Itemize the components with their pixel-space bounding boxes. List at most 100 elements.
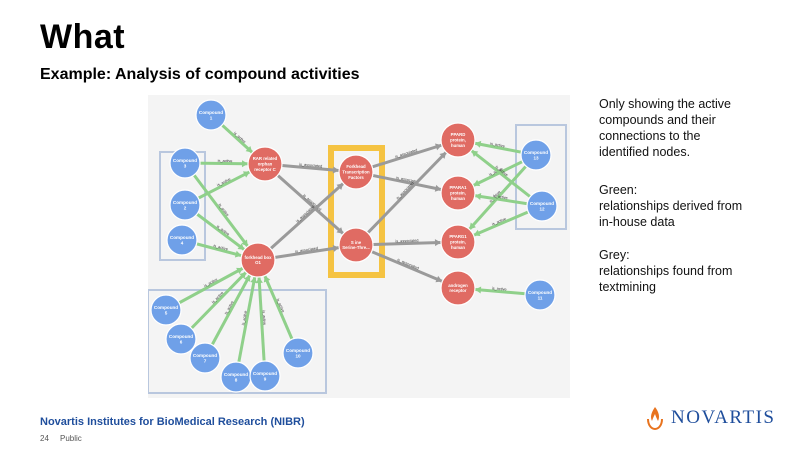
node-stk[interactable]: S ineSerine-Thre... <box>338 227 374 263</box>
edge-arrowhead <box>245 145 253 153</box>
node-label: PPARD <box>451 132 466 137</box>
node-label: Compound <box>530 201 554 206</box>
edge-arrowhead <box>439 152 447 159</box>
compound-node-circle <box>249 360 281 392</box>
compound-node-circle <box>169 189 201 221</box>
target-node-circle <box>440 270 476 306</box>
flame-icon <box>647 407 663 431</box>
node-label: 7 <box>204 358 207 363</box>
edge-label: is_associated <box>395 239 418 244</box>
node-label: 4 <box>181 240 184 245</box>
compound-node-circle <box>195 99 227 131</box>
node-label: 12 <box>539 206 545 211</box>
edge-arrowhead <box>435 275 443 283</box>
edge-arrowhead <box>241 239 248 247</box>
slide-title: What <box>40 18 126 56</box>
edge-arrowhead <box>239 272 247 279</box>
compound-network-diagram: is_active is_active is_active is_active is_a… <box>148 95 570 398</box>
footer-classification: Public <box>60 434 82 443</box>
edge-arrowhead <box>255 276 263 284</box>
edge-arrowhead <box>332 245 340 252</box>
highlight-box-transcription <box>328 145 385 278</box>
note-line: identified nodes. <box>599 145 691 159</box>
target-node-circle <box>440 175 476 211</box>
edge-label: is_active <box>262 310 267 325</box>
target-node-circle <box>247 146 283 182</box>
note-line: Grey: <box>599 248 630 262</box>
node-label: forkhead box <box>245 255 273 260</box>
node-label: PPARG1 <box>449 234 467 239</box>
edge-arrowhead <box>250 276 258 284</box>
edge-arrowhead <box>234 250 242 258</box>
edge-arrowhead <box>336 227 344 234</box>
note-line: relationships found from <box>599 264 733 278</box>
note-line: Green: <box>599 183 638 197</box>
node-label: Compound <box>173 158 197 163</box>
node-label: receptor C <box>254 167 276 172</box>
node-label: 5 <box>165 310 168 315</box>
edge-label: is_active <box>241 310 248 325</box>
node-label: O1 <box>255 260 261 265</box>
node-label: receptor <box>449 288 467 293</box>
logo-wordmark: NOVARTIS <box>671 407 776 428</box>
compound-node-circle <box>520 139 552 171</box>
node-label: 3 <box>184 163 187 168</box>
compound-node-circle <box>189 342 221 374</box>
edge-arrowhead <box>435 143 442 151</box>
edge-label: is_active <box>490 142 505 149</box>
node-label: orphan <box>258 162 273 167</box>
footer-organization: Novartis Institutes for BioMedical Resea… <box>40 416 305 428</box>
note-line: relationships derived from <box>599 199 743 213</box>
compound-node-circle <box>165 323 197 355</box>
edge-label: is_active <box>213 244 228 252</box>
node-label: 8 <box>235 377 238 382</box>
note-line: in-house data <box>599 215 675 229</box>
node-label: 11 <box>538 295 543 300</box>
edge-arrowhead <box>243 274 251 282</box>
edge-arrowhead <box>236 267 244 275</box>
compound-node-circle <box>150 294 182 326</box>
footer-page-number: 24 <box>40 434 49 443</box>
slide-subtitle: Example: Analysis of compound activities <box>40 66 360 83</box>
note-grey-legend: Grey: relationships found from textminin… <box>599 247 732 295</box>
node-label: RAR related <box>253 156 278 161</box>
node-label: 2 <box>184 205 187 210</box>
edge-arrowhead <box>434 184 442 192</box>
node-label: protein, <box>450 240 466 245</box>
compound-group-bottom <box>148 289 327 394</box>
node-label: 6 <box>180 339 183 344</box>
edge-arrowhead <box>471 150 479 157</box>
node-label: protein, <box>450 138 466 143</box>
edge-arrowhead <box>474 193 482 200</box>
compound-node-circle <box>166 224 198 256</box>
edge-arrowhead <box>474 140 482 148</box>
node-label: Compound <box>169 334 193 339</box>
note-active-compounds: Only showing the active compounds and th… <box>599 96 731 160</box>
note-line: textmining <box>599 280 656 294</box>
edge-arrowhead <box>242 171 250 178</box>
edge-arrowhead <box>336 183 344 190</box>
node-label: Compound <box>193 353 217 358</box>
node-label: Compound <box>170 235 194 240</box>
edge-grey-stk-ppd <box>354 138 460 247</box>
